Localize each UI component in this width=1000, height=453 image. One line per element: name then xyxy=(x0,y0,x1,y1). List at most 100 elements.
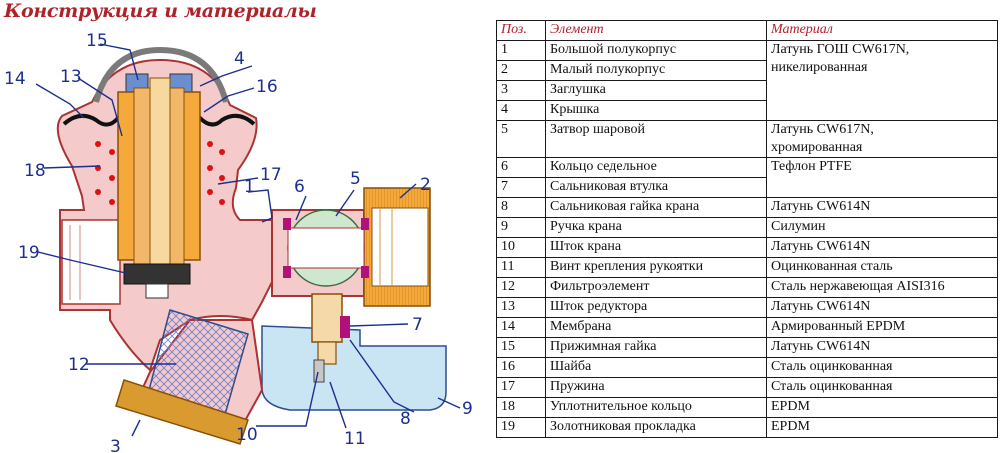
row-material: Сталь оцинкованная xyxy=(766,357,998,378)
callout-14: 14 xyxy=(4,69,26,89)
callout-17: 17 xyxy=(260,165,282,185)
row-element: Мембрана xyxy=(545,317,767,338)
callout-8: 8 xyxy=(400,409,411,429)
row-element: Золотниковая прокладка xyxy=(545,417,767,438)
callout-1: 1 xyxy=(244,177,255,197)
row-element: Кольцо седельное xyxy=(545,157,767,178)
row-material: Латунь CW614N xyxy=(766,237,998,258)
row-pos: 3 xyxy=(496,80,546,101)
callout-19: 19 xyxy=(18,243,40,263)
springs xyxy=(95,141,225,205)
callout-16: 16 xyxy=(256,77,278,97)
row-element: Фильтроэлемент xyxy=(545,277,767,298)
valve-cross-section-diagram: 1 2 3 4 5 6 7 8 9 10 11 12 13 14 15 16 1… xyxy=(4,31,473,453)
row-material: Латунь CW617N, хромированная xyxy=(766,120,998,158)
row-material: Сталь нержавеющая AISI316 xyxy=(766,277,998,298)
row-element: Малый полукорпус xyxy=(545,60,767,81)
callout-13: 13 xyxy=(60,67,82,87)
row-material: Сталь оцинкованная xyxy=(766,377,998,398)
row-pos: 2 xyxy=(496,60,546,81)
table-header-row: Поз. Элемент Материал xyxy=(496,20,998,41)
row-material: Латунь CW614N xyxy=(766,297,998,318)
reducer-stem xyxy=(117,77,201,299)
header-element: Элемент xyxy=(545,20,767,41)
row-pos: 16 xyxy=(496,357,546,378)
handle-cup xyxy=(261,325,447,411)
callout-10: 10 xyxy=(236,425,258,445)
valve-stem xyxy=(311,293,350,383)
row-element: Заглушка xyxy=(545,80,767,101)
header-pos: Поз. xyxy=(496,20,546,41)
row-pos: 17 xyxy=(496,377,546,398)
row-pos: 11 xyxy=(496,257,546,278)
callout-11: 11 xyxy=(344,429,366,449)
row-pos: 9 xyxy=(496,217,546,238)
row-element: Ручка крана xyxy=(545,217,767,238)
filter-element xyxy=(115,309,249,445)
row-element: Крышка xyxy=(545,100,767,121)
callout-5: 5 xyxy=(350,169,361,189)
page-title: Конструкция и материалы xyxy=(4,0,317,22)
callout-6: 6 xyxy=(294,177,305,197)
row-pos: 8 xyxy=(496,197,546,218)
row-element: Уплотнительное кольцо xyxy=(545,397,767,418)
row-pos: 15 xyxy=(496,337,546,358)
row-pos: 4 xyxy=(496,100,546,121)
callout-9: 9 xyxy=(462,399,473,419)
row-element: Сальниковая втулка xyxy=(545,177,767,198)
row-element: Шток крана xyxy=(545,237,767,258)
ball-valve xyxy=(283,209,369,287)
row-pos: 18 xyxy=(496,397,546,418)
callout-3: 3 xyxy=(110,437,121,453)
row-pos: 7 xyxy=(496,177,546,198)
row-material: Латунь CW614N xyxy=(766,337,998,358)
callout-18: 18 xyxy=(24,161,46,181)
row-pos: 5 xyxy=(496,120,546,158)
row-element: Пружина xyxy=(545,377,767,398)
row-element: Шток редуктора xyxy=(545,297,767,318)
row-element: Винт крепления рукоятки xyxy=(545,257,767,278)
row-material: EPDM xyxy=(766,417,998,438)
row-material: Силумин xyxy=(766,217,998,238)
row-pos: 1 xyxy=(496,40,546,61)
row-pos: 10 xyxy=(496,237,546,258)
callout-7: 7 xyxy=(412,315,423,335)
row-pos: 6 xyxy=(496,157,546,178)
row-element: Сальниковая гайка крана xyxy=(545,197,767,218)
row-element: Шайба xyxy=(545,357,767,378)
callout-12: 12 xyxy=(68,355,90,375)
row-material: Латунь ГОШ CW617N, никелированная xyxy=(766,40,998,121)
row-pos: 12 xyxy=(496,277,546,298)
row-material: Латунь CW614N xyxy=(766,197,998,218)
callout-15: 15 xyxy=(86,31,108,51)
callout-4: 4 xyxy=(234,49,245,69)
row-pos: 19 xyxy=(496,417,546,438)
row-element: Прижимная гайка xyxy=(545,337,767,358)
outlet-nut xyxy=(363,187,431,307)
row-element: Затвор шаровой xyxy=(545,120,767,158)
row-material: Тефлон PTFE xyxy=(766,157,998,198)
header-material: Материал xyxy=(766,20,998,41)
row-material: EPDM xyxy=(766,397,998,418)
row-pos: 14 xyxy=(496,317,546,338)
row-material: Армированный EPDM xyxy=(766,317,998,338)
